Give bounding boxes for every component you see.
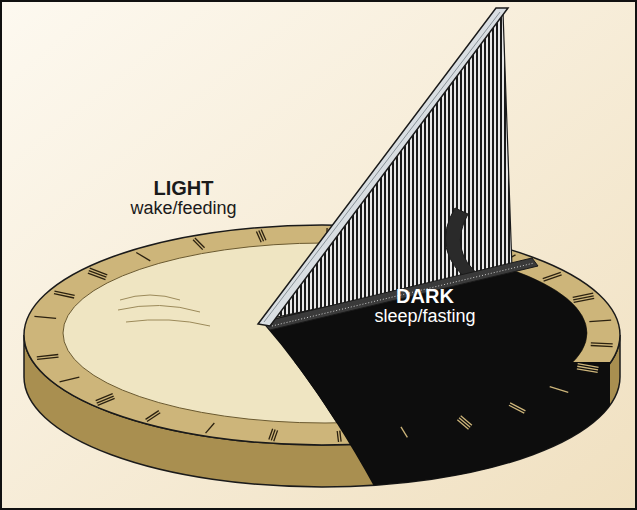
- hour-mark: [591, 343, 613, 344]
- hour-mark: [269, 429, 273, 440]
- hour-mark: [136, 252, 150, 260]
- light-region: LIGHTwake/feeding: [124, 175, 243, 221]
- hour-mark: [591, 345, 613, 346]
- dark-region: DARKsleep/fasting: [368, 283, 482, 329]
- hour-mark: [589, 320, 611, 322]
- region-heading: LIGHT: [128, 177, 239, 199]
- hour-mark: [261, 229, 266, 240]
- gnomon-blade: [258, 8, 508, 326]
- hour-mark: [54, 291, 74, 295]
- hour-mark: [37, 354, 58, 356]
- hour-mark: [206, 423, 215, 433]
- dark-rim: [262, 362, 610, 510]
- hour-mark: [337, 431, 338, 442]
- gnomon-edge: [264, 12, 500, 322]
- hour-mark: [60, 377, 80, 382]
- hour-mark: [195, 238, 205, 248]
- hour-mark: [90, 268, 108, 275]
- hour-mark: [146, 411, 159, 420]
- hour-mark: [457, 420, 468, 429]
- hour-mark: [550, 387, 569, 393]
- face-wear: [118, 295, 210, 326]
- hour-mark: [544, 275, 562, 281]
- hour-mark: [401, 427, 407, 438]
- gnomon-base-dots: [272, 263, 534, 326]
- region-heading: DARK: [372, 285, 478, 307]
- region-text: wake/feeding: [128, 199, 239, 219]
- hour-mark: [37, 357, 58, 359]
- hour-mark: [34, 316, 56, 318]
- hour-mark: [509, 405, 524, 413]
- hour-mark: [574, 298, 594, 302]
- region-text: sleep/fasting: [372, 307, 478, 327]
- hour-mark: [340, 431, 341, 442]
- hour-mark: [96, 394, 113, 401]
- hour-mark: [577, 369, 598, 373]
- gnomon-brace: [445, 208, 480, 282]
